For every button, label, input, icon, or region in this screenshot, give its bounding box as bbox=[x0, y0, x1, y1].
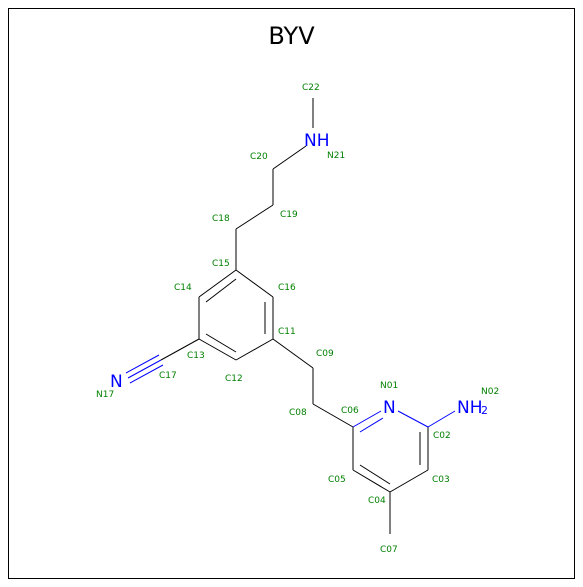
bond-n01-c02 bbox=[397, 410, 429, 428]
nitrile-n-label: N bbox=[110, 372, 123, 392]
atom-label-n17: N17 bbox=[96, 390, 114, 400]
atom-label-c13: C13 bbox=[187, 351, 205, 361]
bond-c13-c17 bbox=[160, 338, 200, 361]
atom-label-c15: C15 bbox=[212, 259, 230, 269]
atom-label-n02: N02 bbox=[481, 387, 499, 397]
bond-c08-c06 bbox=[312, 403, 354, 428]
bond-c06-n01-inner bbox=[359, 417, 384, 433]
bond-c02-n02 bbox=[427, 410, 456, 428]
bond-c11-c12 bbox=[235, 338, 274, 361]
atom-label-c08: C08 bbox=[289, 408, 307, 418]
bond-c11-c09 bbox=[272, 338, 314, 369]
bond-c12-c13-inner bbox=[205, 333, 237, 353]
amino-nh-label: NH bbox=[457, 398, 483, 418]
atom-label-c16: C16 bbox=[278, 283, 296, 293]
bond-c03-c04 bbox=[389, 469, 429, 493]
atom-label-c02: C02 bbox=[433, 431, 451, 441]
bonds bbox=[125, 98, 456, 534]
atom-label-c20: C20 bbox=[250, 152, 268, 162]
atom-label-c09: C09 bbox=[316, 349, 334, 359]
bond-c14-c15-inner bbox=[205, 278, 237, 303]
bond-c17-n17-c bbox=[129, 364, 164, 384]
atom-label-c07: C07 bbox=[380, 545, 398, 555]
atom-label-c12: C12 bbox=[225, 374, 243, 384]
atom-label-n21: N21 bbox=[327, 151, 345, 161]
atom-label-c22: C22 bbox=[302, 83, 320, 93]
bond-c17-n17-a bbox=[127, 359, 162, 379]
atom-label-n01: N01 bbox=[380, 381, 398, 391]
atom-label-c03: C03 bbox=[432, 475, 450, 485]
molecule-title: BYV bbox=[268, 22, 315, 50]
bond-c04-c05 bbox=[352, 469, 391, 493]
bond-c19-c18 bbox=[235, 204, 274, 230]
pyridine-n-label: N bbox=[383, 398, 396, 418]
atom-label-c18: C18 bbox=[212, 214, 230, 224]
atom-label-c06: C06 bbox=[341, 406, 359, 416]
atom-label-c14: C14 bbox=[174, 283, 192, 293]
bond-c06-n01 bbox=[352, 410, 382, 428]
atom-label-c05: C05 bbox=[328, 475, 346, 485]
bond-n21-c20 bbox=[272, 145, 307, 170]
amino-subscript-label: 2 bbox=[481, 404, 488, 417]
heteroatom-labels: NH N N NH 2 bbox=[110, 131, 488, 418]
atom-label-c04: C04 bbox=[368, 496, 386, 506]
atom-label-c17: C17 bbox=[159, 371, 177, 381]
atom-label-c11: C11 bbox=[278, 327, 296, 337]
diagram-frame bbox=[8, 8, 575, 579]
bond-c12-c13 bbox=[198, 338, 237, 361]
atom-labels: C22 N21 C20 C19 C18 C15 C14 C16 C13 C11 … bbox=[96, 83, 499, 555]
bond-c14-c15 bbox=[198, 269, 237, 298]
bond-c17-n17-b bbox=[125, 354, 160, 374]
bond-c04-c05-inner bbox=[359, 464, 391, 485]
amine-nh-label: NH bbox=[304, 131, 330, 151]
atom-label-c19: C19 bbox=[280, 210, 298, 220]
bond-c15-c16 bbox=[235, 269, 274, 298]
